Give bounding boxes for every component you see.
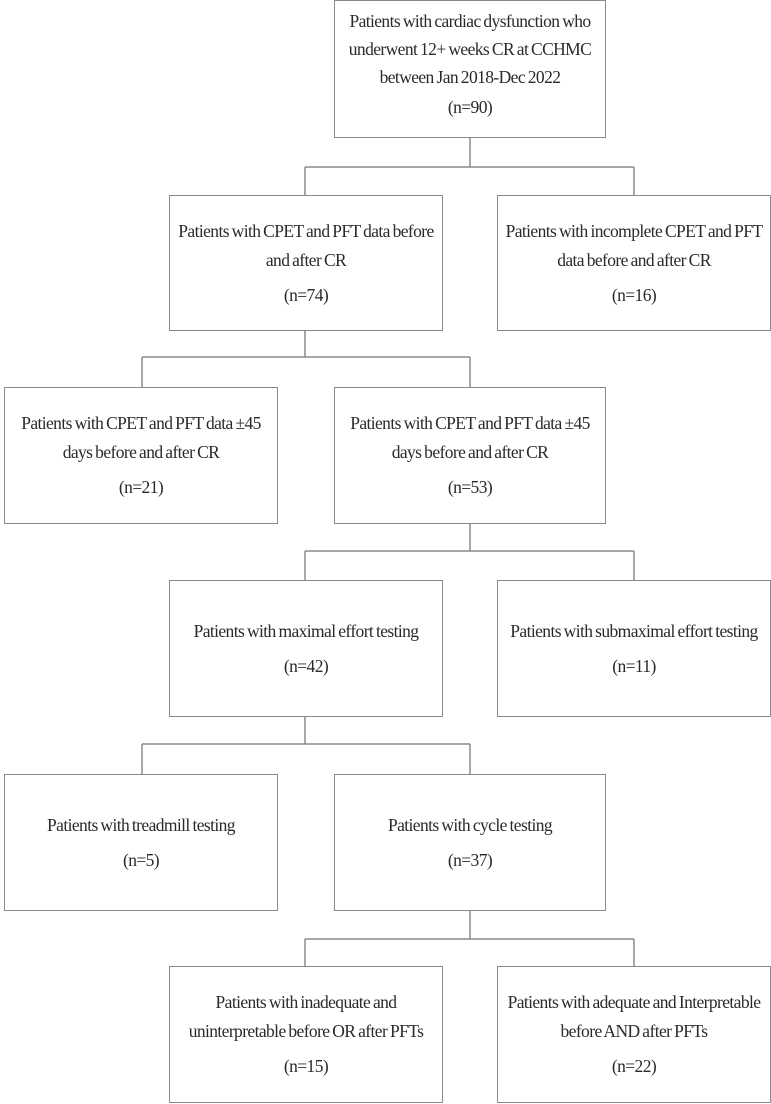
box-label: Patients with cycle testing (387, 814, 553, 835)
box-count: (n=15) (283, 1056, 329, 1076)
box-label: Patients with incomplete CPET and PFT da… (505, 220, 763, 270)
box-submaximal-effort: Patients with submaximal effort testing … (497, 580, 771, 717)
box-within-window: Patients with CPET and PFT data ±45 days… (334, 387, 606, 524)
box-adequate-pft: Patients with adequate and Interpretable… (497, 966, 771, 1103)
box-label: Patients with maximal effort testing (193, 620, 419, 641)
box-treadmill: Patients with treadmill testing (n=5) (4, 774, 278, 911)
box-count: (n=16) (611, 284, 657, 305)
box-count: (n=90) (447, 97, 493, 117)
box-count: (n=22) (611, 1056, 657, 1076)
box-label: Patients with CPET and PFT data ±45 days… (350, 413, 590, 462)
box-count: (n=21) (118, 477, 164, 497)
box-label: Patients with CPET and PFT data before a… (178, 220, 434, 270)
box-complete-data: Patients with CPET and PFT data before a… (169, 195, 443, 331)
box-count: (n=37) (447, 849, 493, 870)
box-label: Patients with cardiac dysfunction who un… (348, 11, 592, 87)
box-label: Patients with treadmill testing (47, 814, 235, 835)
box-count: (n=74) (283, 284, 329, 305)
box-label: Patients with adequate and Interpretable… (507, 992, 761, 1041)
box-count: (n=5) (122, 849, 160, 870)
box-incomplete-data: Patients with incomplete CPET and PFT da… (497, 195, 771, 331)
box-count: (n=42) (283, 655, 329, 676)
box-label: Patients with submaximal effort testing (510, 620, 758, 641)
box-label: Patients with CPET and PFT data ±45 days… (21, 413, 261, 462)
box-count: (n=11) (612, 655, 656, 676)
box-total-patients: Patients with cardiac dysfunction who un… (334, 0, 606, 138)
box-count: (n=53) (447, 477, 493, 497)
box-inadequate-pft: Patients with inadequate and uninterpret… (169, 966, 443, 1103)
box-outside-window: Patients with CPET and PFT data ±45 days… (4, 387, 278, 524)
box-cycle: Patients with cycle testing (n=37) (334, 774, 606, 911)
box-label: Patients with inadequate and uninterpret… (188, 992, 424, 1041)
box-maximal-effort: Patients with maximal effort testing (n=… (169, 580, 443, 717)
